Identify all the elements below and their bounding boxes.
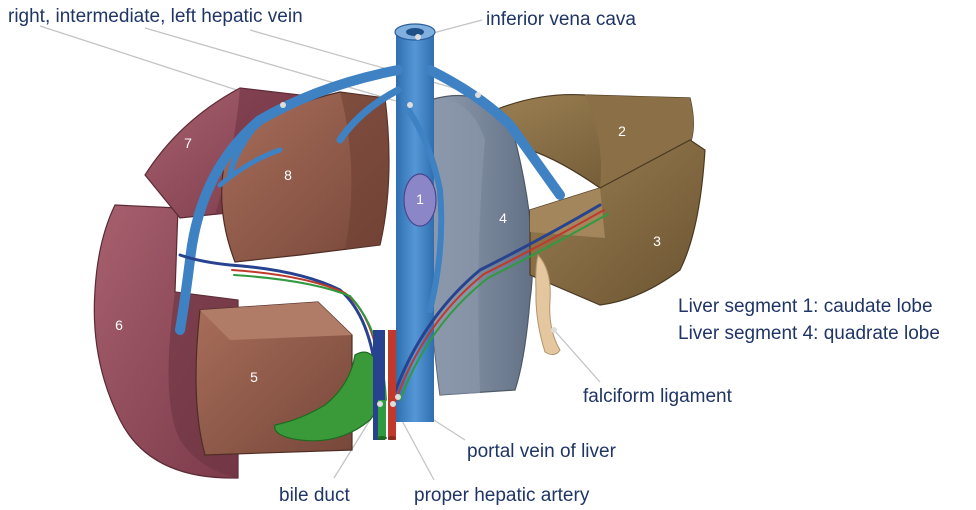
segment-number-7: 7 (184, 135, 192, 151)
hepatic-pedicle (373, 330, 396, 440)
label-falciform-ligament: falciform ligament (583, 386, 732, 408)
segment-number-4: 4 (499, 210, 507, 226)
label-hepatic-artery: proper hepatic artery (414, 485, 589, 507)
segment-number-2: 2 (618, 123, 626, 139)
segment-number-8: 8 (284, 167, 292, 183)
segment-number-5: 5 (250, 369, 258, 385)
label-quadrate-lobe: Liver segment 4: quadrate lobe (678, 323, 940, 345)
segment-number-1: 1 (416, 191, 424, 207)
label-inferior-vena-cava: inferior vena cava (486, 9, 636, 31)
segment-number-3: 3 (653, 233, 661, 249)
label-bile-duct: bile duct (279, 485, 350, 507)
label-portal-vein: portal vein of liver (467, 441, 616, 463)
segment-number-6: 6 (115, 317, 123, 333)
label-caudate-lobe: Liver segment 1: caudate lobe (678, 296, 933, 318)
label-hepatic-veins: right, intermediate, left hepatic vein (8, 6, 303, 28)
